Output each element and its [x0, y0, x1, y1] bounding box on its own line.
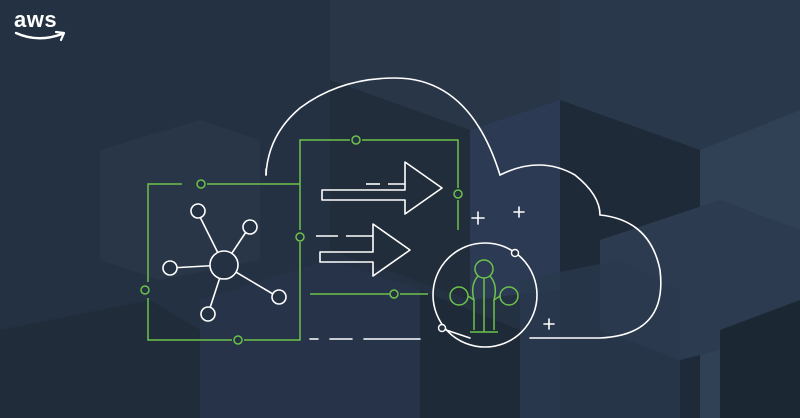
smile-arrow-icon [14, 30, 66, 42]
tree-connector-icon [432, 242, 538, 348]
logo-text: aws [14, 7, 58, 32]
aws-logo: aws [14, 8, 74, 42]
arrow-right-icon [316, 161, 443, 277]
plus-icon [471, 206, 555, 330]
circuit-lines [140, 135, 463, 345]
cloud-icon [265, 77, 662, 340]
hub-network-icon [162, 203, 287, 322]
